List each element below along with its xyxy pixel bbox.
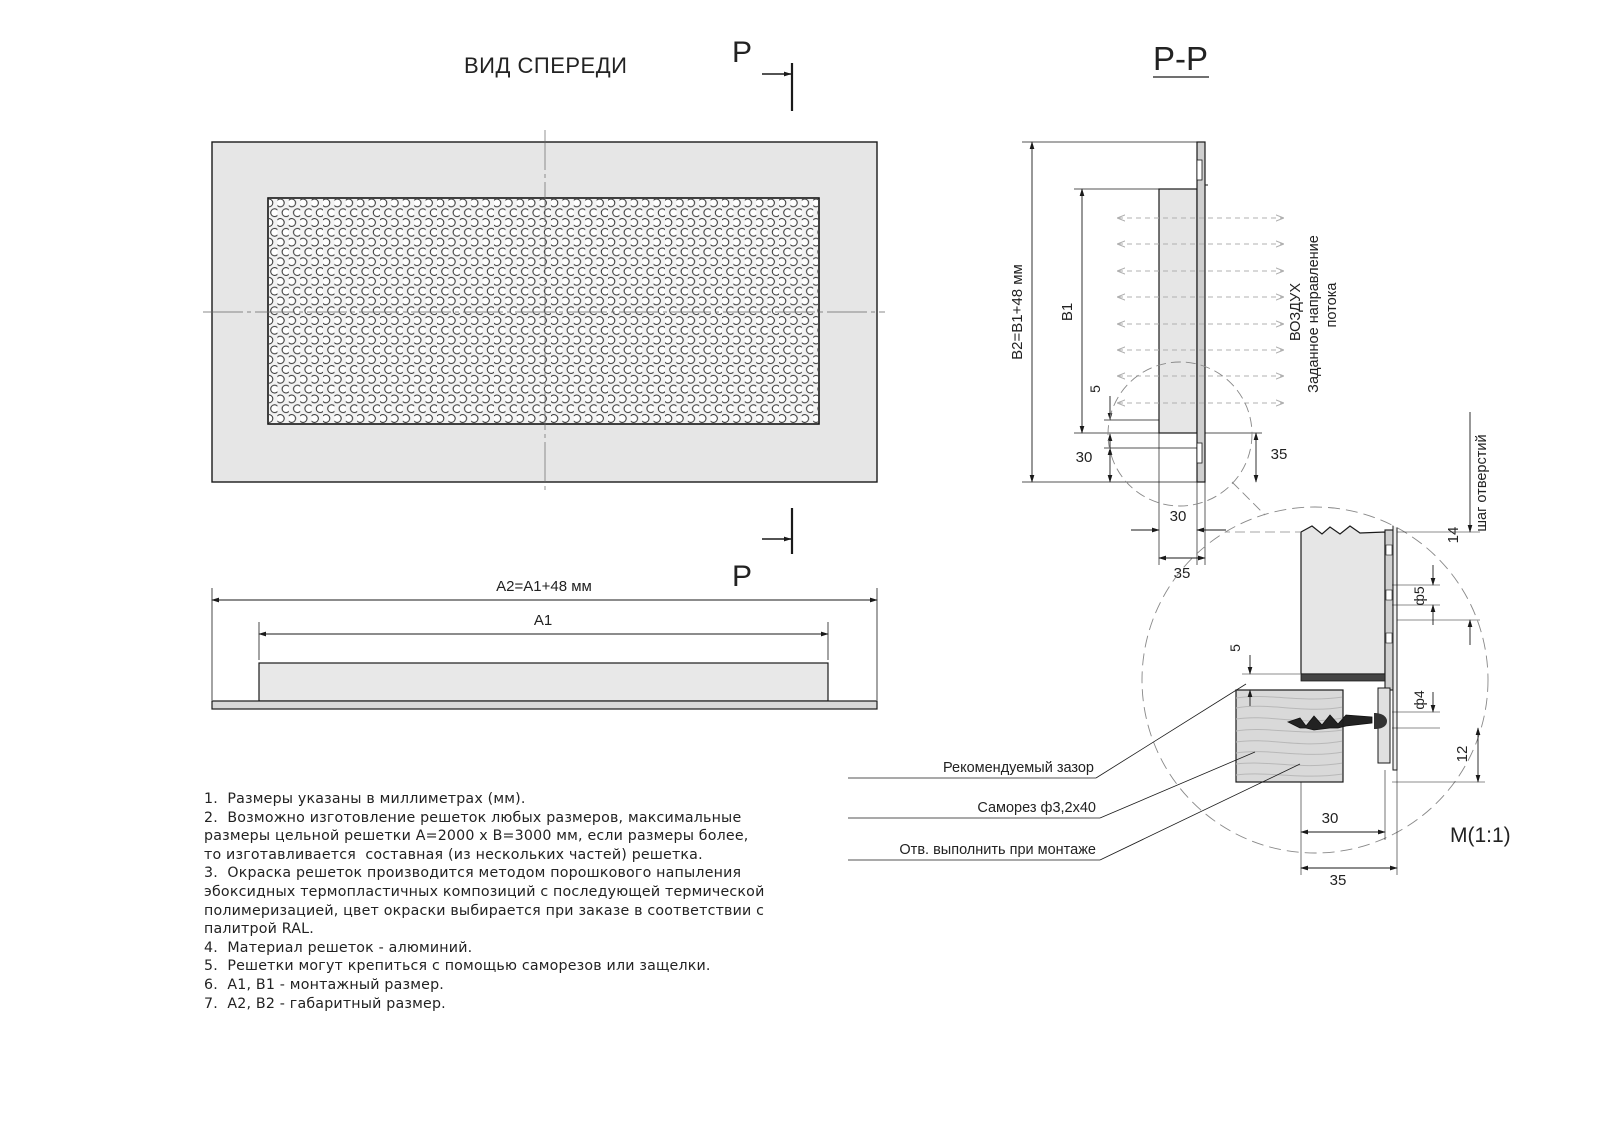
- b2-dimension-label: В2=В1+48 мм: [1009, 264, 1026, 360]
- section-dim-30-horizontal: 30: [1170, 508, 1187, 525]
- section-flange: [1196, 141, 1206, 483]
- wood-block: [1235, 689, 1344, 783]
- note-line: 4. Материал решеток - алюминий.: [204, 939, 473, 956]
- detail-dim-30: 30: [1322, 810, 1339, 827]
- upper-grille-block: [1300, 525, 1386, 675]
- note-line: палитрой RAL.: [204, 921, 314, 938]
- b1-dimension-label: В1: [1059, 303, 1076, 321]
- detail-circle: [1141, 506, 1489, 854]
- section-dim-5: 5: [1087, 385, 1103, 393]
- a2-dimension-label: А2=А1+48 мм: [496, 578, 592, 595]
- section-mark-bottom: Р: [732, 560, 752, 593]
- detail-dim-d5: ф5: [1411, 586, 1427, 606]
- grille-body-profile: [258, 662, 829, 702]
- callout-gap: Рекомендуемый зазор: [943, 760, 1094, 776]
- detail-dim-12: 12: [1454, 746, 1471, 763]
- note-line: 3. Окраска решеток производится методом …: [204, 865, 742, 882]
- detail-scale: М(1:1): [1450, 824, 1511, 847]
- note-line: то изготавливается составная (из несколь…: [204, 846, 703, 863]
- detail-dim-d4: ф4: [1411, 690, 1427, 710]
- front-view: ВИД СПЕРЕДИ Р Р: [203, 36, 885, 593]
- grille-flange-profile: [211, 700, 878, 710]
- detail-dim-35: 35: [1330, 872, 1347, 889]
- note-line: полимеризацией, цвет окраски выбирается …: [204, 902, 765, 919]
- air-label: ВОЗДУХ: [1288, 283, 1304, 341]
- section-view-title: Р-Р: [1153, 40, 1208, 77]
- section-dim-35-vertical: 35: [1271, 446, 1288, 463]
- flow-label-line2: потока: [1324, 282, 1340, 328]
- detail-view: 14 шаг отверстий ф5 ф4 12 5 30 35 М(1:1): [848, 412, 1511, 889]
- hole-pitch-label: шаг отверстий: [1474, 434, 1490, 531]
- screw: [1286, 714, 1373, 731]
- section-mark-top: Р: [732, 36, 752, 69]
- section-dim-30-vertical: 30: [1076, 449, 1093, 466]
- air-flow-arrows: [1118, 218, 1283, 403]
- note-line: 1. Размеры указаны в миллиметрах (мм).: [204, 791, 526, 807]
- notes-list: 1. Размеры указаны в миллиметрах (мм). 2…: [204, 790, 824, 1013]
- callout-hole: Отв. выполнить при монтаже: [899, 842, 1096, 858]
- front-view-title: ВИД СПЕРЕДИ: [464, 53, 627, 78]
- note-line: 6. А1, В1 - монтажный размер.: [204, 976, 445, 993]
- section-dim-35-horizontal: 35: [1174, 565, 1191, 582]
- callout-screw: Саморез ф3,2х40: [977, 800, 1096, 816]
- note-line: размеры цельной решетки А=2000 х В=3000 …: [204, 828, 749, 845]
- section-view: Р-Р В2=В1+48 мм В1 5 30 35: [1009, 40, 1340, 582]
- detail-reference-circle: [1107, 361, 1253, 507]
- section-body: [1158, 188, 1198, 434]
- bottom-view: А2=А1+48 мм А1: [211, 578, 878, 710]
- note-line: 2. Возможно изготовление решеток любых р…: [204, 809, 742, 826]
- note-line: эбоксидных термопластичных композиций с …: [204, 883, 765, 900]
- note-line: 7. А2, В2 - габаритный размер.: [204, 995, 446, 1012]
- detail-dim-14: 14: [1445, 527, 1462, 544]
- a1-dimension-label: А1: [534, 612, 552, 629]
- flow-label-line1: Заданное направление: [1306, 235, 1322, 393]
- detail-dim-5: 5: [1227, 644, 1243, 652]
- note-line: 5. Решетки могут крепиться с помощью сам…: [204, 958, 711, 975]
